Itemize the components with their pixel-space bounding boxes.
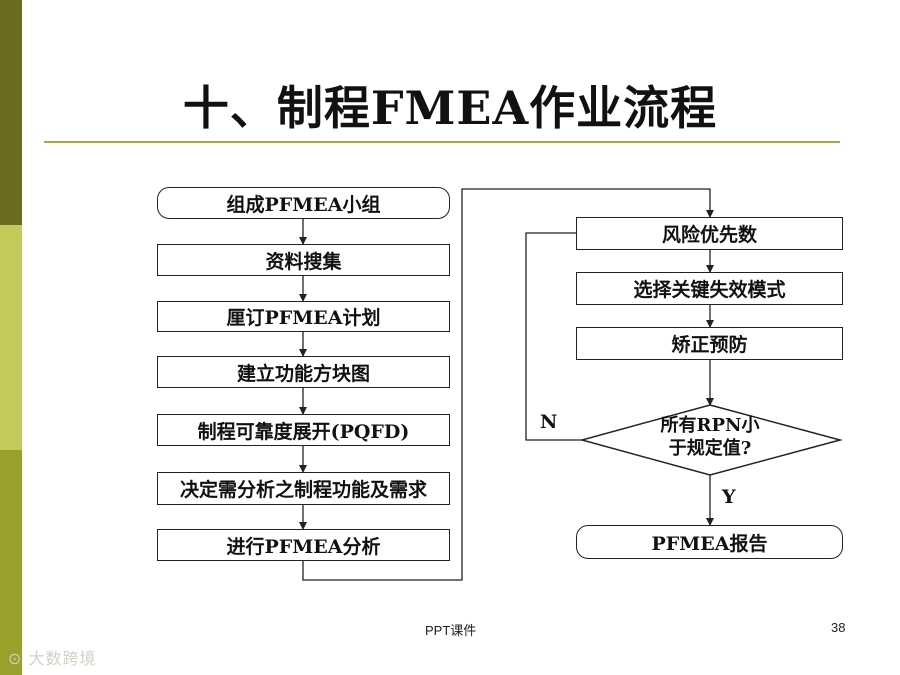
- left-accent-bar-top: [0, 0, 22, 225]
- watermark-logo-icon: ⊙: [8, 649, 23, 668]
- step-form-team: 组成PFMEA小组: [157, 187, 450, 219]
- decision-line-1: 所有RPN小: [660, 415, 760, 436]
- step-data-collection: 资料搜集: [157, 244, 450, 276]
- title-underline: [44, 141, 840, 143]
- decision-text: 所有RPN小 于规定值?: [580, 414, 840, 460]
- label-no: N: [540, 411, 558, 433]
- step-pqfd: 制程可靠度展开(PQFD): [157, 414, 450, 446]
- step-select-failure-modes: 选择关键失效模式: [576, 272, 843, 305]
- step-pfmea-analysis: 进行PFMEA分析: [157, 529, 450, 561]
- connector-to-rpn: [302, 188, 714, 581]
- decision-diamond: [579, 404, 843, 476]
- decision-line-2: 于规定值?: [668, 438, 752, 459]
- step-determine-functions: 决定需分析之制程功能及需求: [157, 472, 450, 505]
- page-number: 38: [831, 620, 846, 635]
- watermark-text: 大数跨境: [28, 649, 97, 668]
- step-rpn: 风险优先数: [576, 217, 843, 250]
- step-plan: 厘订PFMEA计划: [157, 301, 450, 332]
- left-accent-bar-middle: [0, 225, 22, 450]
- label-yes: Y: [722, 486, 736, 508]
- slide-title: 十、制程FMEA作业流程: [182, 81, 718, 135]
- footer-caption: PPT课件: [425, 623, 477, 638]
- step-pfmea-report: PFMEA报告: [576, 525, 843, 559]
- connector-no-loop: [525, 232, 582, 441]
- step-corrective-action: 矫正预防: [576, 327, 843, 360]
- left-accent-bar-bottom: [0, 450, 22, 675]
- step-block-diagram: 建立功能方块图: [157, 356, 450, 388]
- watermark: ⊙ 大数跨境: [8, 645, 97, 669]
